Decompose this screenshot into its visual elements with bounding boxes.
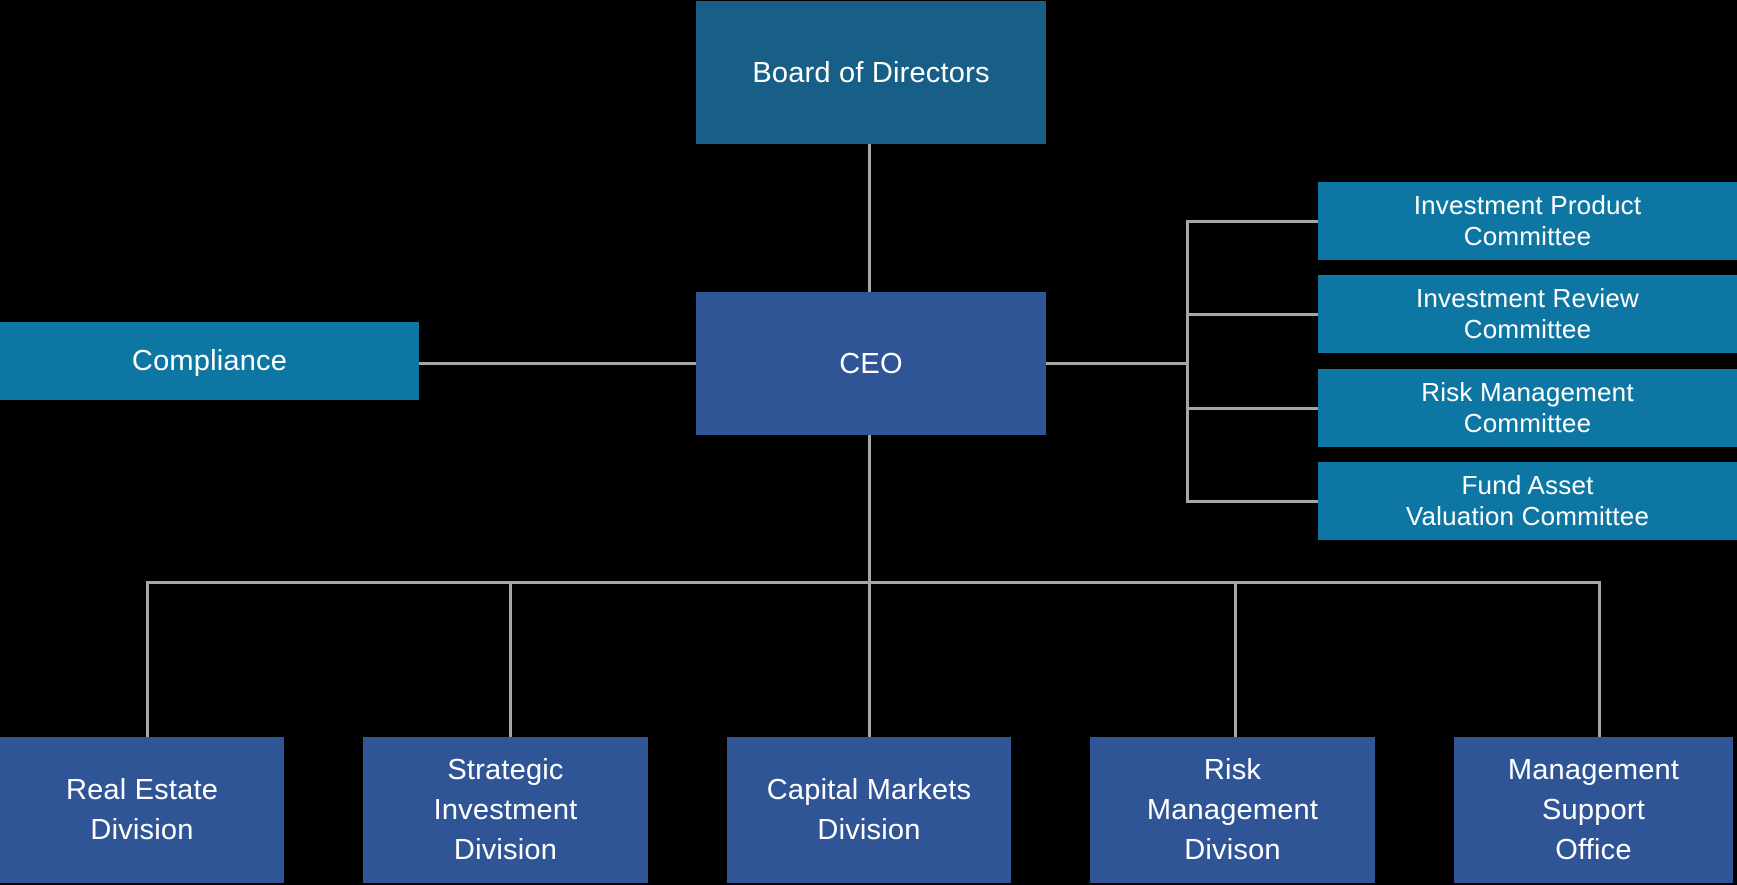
connector-division-rail bbox=[146, 581, 1601, 584]
connector-ceo-to-divisions bbox=[868, 435, 871, 737]
connector-board-to-ceo bbox=[868, 144, 871, 292]
connector-compliance-to-ceo bbox=[419, 362, 696, 365]
node-investment-product-committee: Investment Product Committee bbox=[1318, 182, 1737, 260]
connector-stub-risk-division bbox=[1234, 581, 1237, 737]
node-risk-management-division: Risk Management Divison bbox=[1090, 737, 1375, 883]
node-board-of-directors: Board of Directors bbox=[696, 1, 1046, 144]
connector-committee-spine bbox=[1186, 220, 1189, 503]
node-compliance: Compliance bbox=[0, 322, 419, 400]
connector-branch-risk-committee bbox=[1186, 407, 1318, 410]
node-strategic-investment-division: Strategic Investment Division bbox=[363, 737, 648, 883]
connector-branch-fund-asset bbox=[1186, 500, 1318, 503]
connector-branch-investment-product bbox=[1186, 220, 1318, 223]
node-ceo: CEO bbox=[696, 292, 1046, 435]
connector-stub-real-estate bbox=[146, 581, 149, 737]
connector-ceo-to-committee-spine bbox=[1046, 362, 1187, 365]
connector-branch-investment-review bbox=[1186, 313, 1318, 316]
connector-stub-management-support bbox=[1598, 581, 1601, 737]
node-capital-markets-division: Capital Markets Division bbox=[727, 737, 1011, 883]
node-risk-management-committee: Risk Management Committee bbox=[1318, 369, 1737, 447]
node-investment-review-committee: Investment Review Committee bbox=[1318, 275, 1737, 353]
node-management-support-office: Management Support Office bbox=[1454, 737, 1733, 883]
node-real-estate-division: Real Estate Division bbox=[0, 737, 284, 883]
connector-stub-strategic bbox=[509, 581, 512, 737]
node-fund-asset-valuation-committee: Fund Asset Valuation Committee bbox=[1318, 462, 1737, 540]
